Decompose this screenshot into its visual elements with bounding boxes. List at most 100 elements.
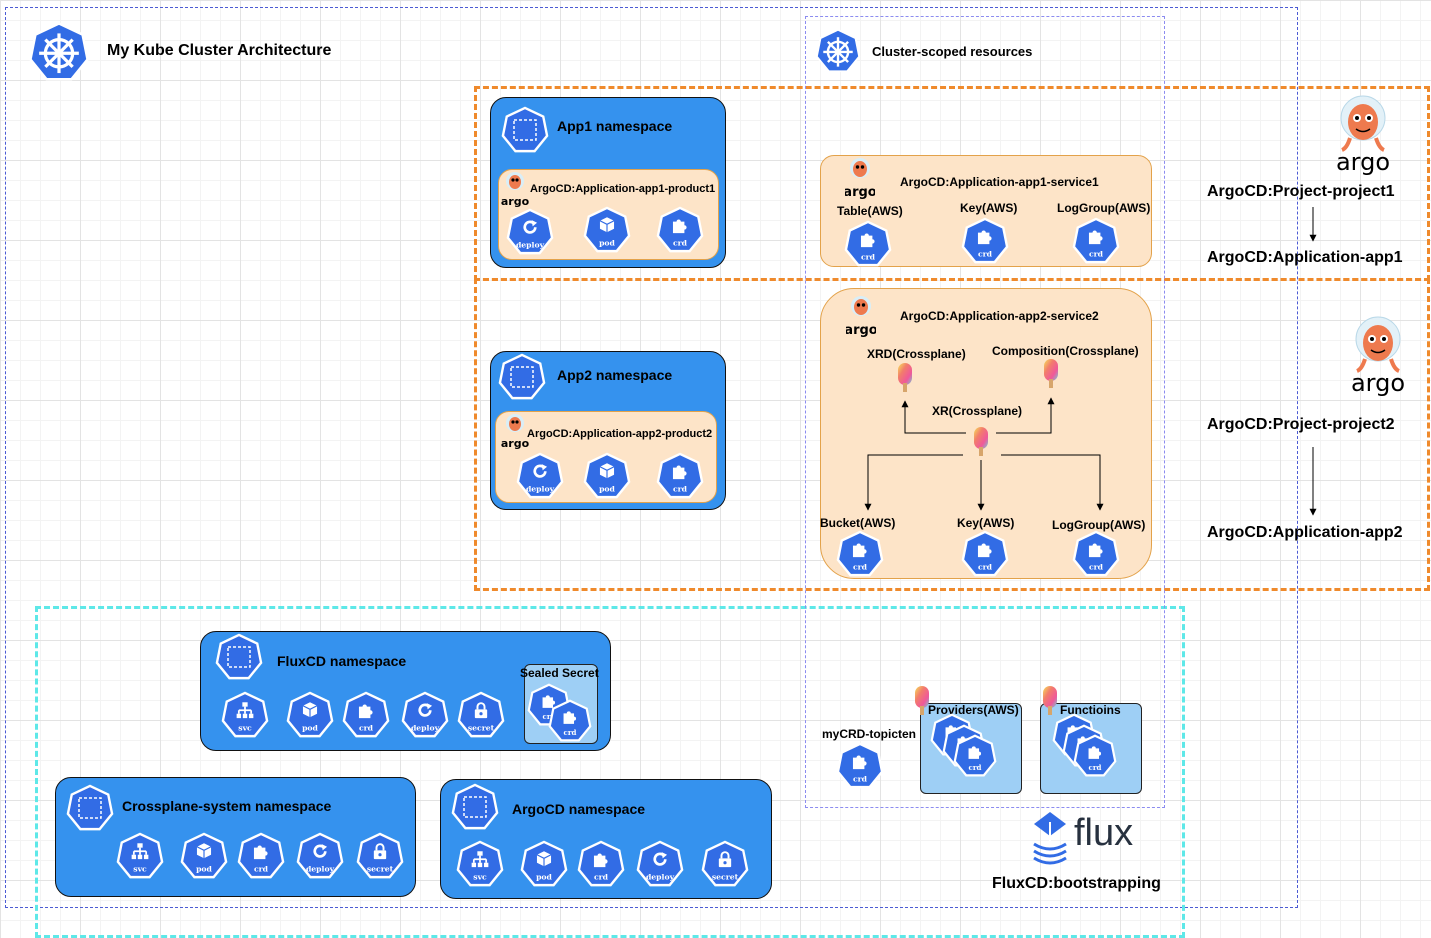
argo-logo: argo: [1345, 315, 1411, 402]
svg-text:crd: crd: [1089, 562, 1104, 571]
crd-icon: crd: [844, 220, 892, 268]
composition-label: Composition(Crossplane): [992, 344, 1139, 358]
deploy-icon: deploy: [296, 832, 344, 880]
svg-text:svc: svc: [133, 864, 147, 873]
svg-text:deploy: deploy: [516, 240, 545, 249]
fluxcd-bootstrapping-label: FluxCD:bootstrapping: [992, 875, 1161, 892]
secret-icon: secret: [356, 832, 404, 880]
xrd-label: XRD(Crossplane): [867, 347, 966, 361]
xr-label: XR(Crossplane): [932, 404, 1023, 418]
crossplane-icon: [974, 427, 988, 456]
mycrd-label: myCRD-topicten: [822, 727, 917, 741]
svg-text:deploy: deploy: [306, 864, 335, 873]
page-title: My Kube Cluster Architecture: [107, 42, 332, 59]
argo-logo: argo: [1330, 94, 1396, 181]
crd-icon: crd: [1072, 217, 1120, 265]
namespace-icon: [500, 106, 550, 154]
svg-text:crd: crd: [359, 723, 374, 732]
cluster-boundary: [5, 7, 1298, 908]
svg-text:secret: secret: [712, 872, 739, 881]
app1-service1-title: ArgoCD:Application-app1-service1: [900, 175, 1099, 189]
svg-text:crd: crd: [1089, 763, 1102, 772]
svg-text:svc: svc: [238, 723, 252, 732]
crd-icon: crd: [527, 683, 571, 727]
key-aws-label: Key(AWS): [957, 516, 1015, 530]
svg-text:pod: pod: [302, 723, 318, 732]
crd-icon: crd: [961, 217, 1009, 265]
svg-text:svc: svc: [473, 872, 487, 881]
argocd-namespace-title: ArgoCD namespace: [512, 801, 646, 817]
svg-text:crd: crd: [969, 763, 982, 772]
loggroup-aws-label: LogGroup(AWS): [1052, 518, 1146, 532]
bucket-aws-label: Bucket(AWS): [820, 516, 896, 530]
svg-text:deploy: deploy: [526, 484, 555, 493]
cluster-scoped-frame: [805, 16, 1165, 808]
namespace-icon: [65, 784, 115, 832]
svg-text:pod: pod: [599, 484, 615, 493]
argo-icon: argo: [843, 157, 877, 204]
svg-text:crd: crd: [978, 249, 993, 258]
svg-text:crd: crd: [853, 774, 868, 783]
crd-icon: crd: [953, 734, 997, 778]
svg-text:secret: secret: [468, 723, 495, 732]
deploy-icon: deploy: [516, 452, 564, 500]
project1-app-label: ArgoCD:Application-app1: [1207, 249, 1403, 266]
argo-icon: argo: [844, 295, 878, 342]
svg-text:crd: crd: [564, 728, 577, 737]
fluxcd-namespace-title: FluxCD namespace: [277, 653, 407, 669]
crossplane-icon: [915, 686, 929, 715]
svg-text:crd: crd: [853, 562, 868, 571]
project1-label: ArgoCD:Project-project1: [1207, 183, 1395, 200]
svg-text:argo: argo: [1351, 369, 1405, 397]
loggroup-aws-label: LogGroup(AWS): [1057, 201, 1151, 215]
key-aws-label: Key(AWS): [960, 201, 1018, 215]
svc-icon: svc: [116, 832, 164, 880]
providers-label: Providers(AWS): [928, 703, 1019, 717]
crd-icon: crd: [836, 530, 884, 578]
svc-icon: svc: [221, 691, 269, 739]
svg-text:crd: crd: [978, 562, 993, 571]
app2-service2-title: ArgoCD:Application-app2-service2: [900, 309, 1099, 323]
flux-logo-icon: [1030, 810, 1070, 865]
svg-text:secret: secret: [367, 864, 394, 873]
svg-text:argo: argo: [846, 323, 876, 337]
flux-logo-text: flux: [1074, 812, 1134, 854]
cluster-scoped-title: Cluster-scoped resources: [872, 44, 1033, 59]
project2-app-label: ArgoCD:Application-app2: [1207, 524, 1403, 541]
pod-icon: pod: [583, 206, 631, 254]
deploy-icon: deploy: [401, 691, 449, 739]
crossplane-namespace: [55, 777, 416, 897]
crd-icon: crd: [577, 840, 625, 888]
crd-icon: crd: [1072, 530, 1120, 578]
svg-text:crd: crd: [594, 872, 609, 881]
crd-icon: crd: [237, 832, 285, 880]
svc-icon: svc: [456, 840, 504, 888]
svg-text:crd: crd: [254, 864, 269, 873]
functions-box: [1040, 703, 1142, 794]
crd-icon: crd: [656, 206, 704, 254]
svg-text:crd: crd: [673, 238, 688, 247]
pod-icon: pod: [286, 691, 334, 739]
crossplane-icon: [1043, 686, 1057, 715]
pod-icon: pod: [520, 840, 568, 888]
project2-label: ArgoCD:Project-project2: [1207, 416, 1395, 433]
sealed-secret-label: Sealed Secret: [520, 666, 599, 680]
app2-product2-title: ArgoCD:Application-app2-product2: [527, 428, 713, 440]
crossplane-icon: [898, 363, 912, 392]
crd-icon: crd: [961, 530, 1009, 578]
namespace-icon: [450, 783, 500, 831]
namespace-icon: [214, 633, 264, 681]
svg-text:crd: crd: [673, 484, 688, 493]
crd-icon: crd: [1073, 734, 1117, 778]
crd-icon: crd: [548, 699, 592, 743]
argo-icon: argo: [501, 413, 530, 454]
svg-text:pod: pod: [536, 872, 552, 881]
app2-namespace-title: App2 namespace: [557, 367, 673, 383]
crd-icon: crd: [836, 742, 884, 790]
svg-text:crd: crd: [1089, 249, 1104, 258]
svg-text:crd: crd: [543, 712, 556, 721]
pod-icon: pod: [180, 832, 228, 880]
secret-icon: secret: [457, 691, 505, 739]
crd-icon: crd: [656, 452, 704, 500]
